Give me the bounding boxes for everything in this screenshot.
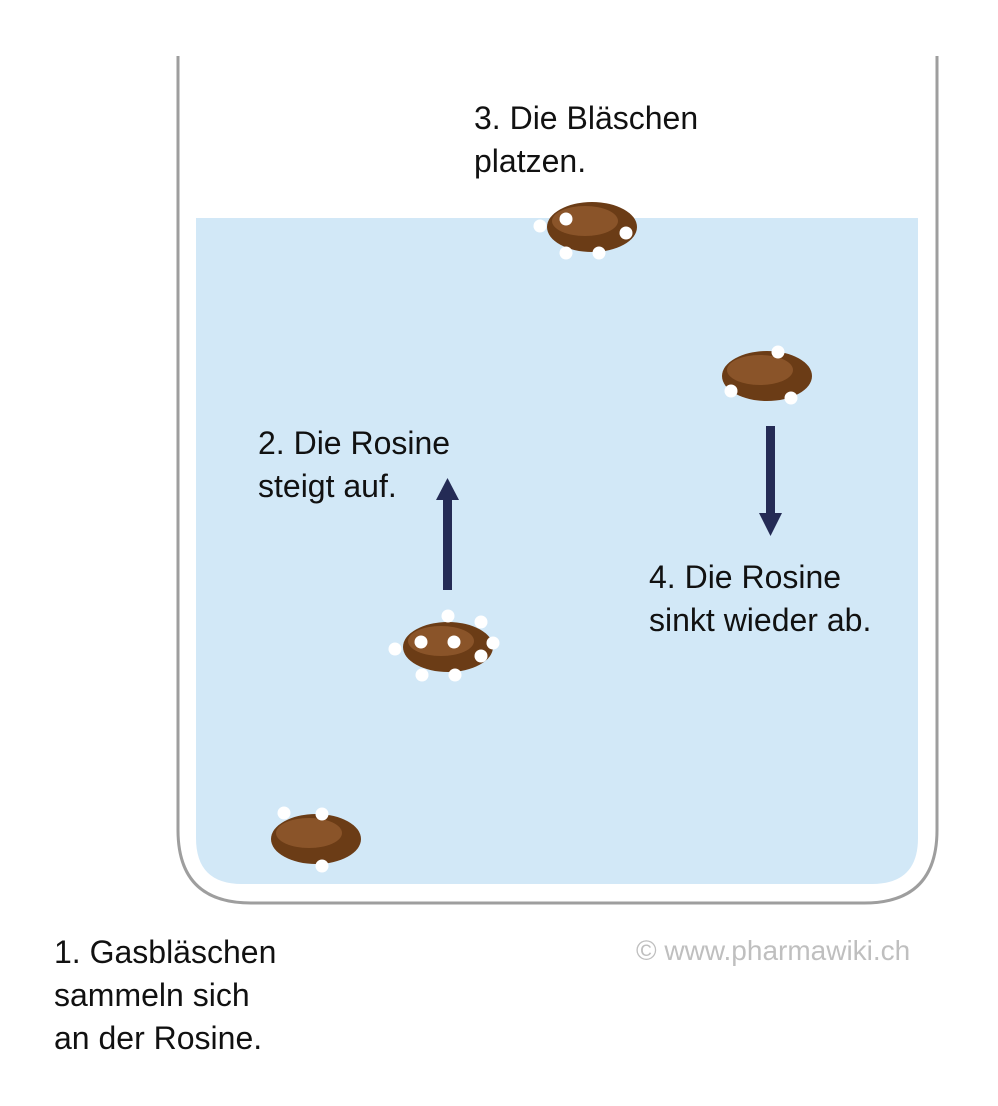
raisin-bottom <box>271 806 361 873</box>
raisin-sinking <box>722 345 812 405</box>
step-2-line-1: 2. Die Rosine <box>258 425 451 461</box>
water <box>196 218 918 884</box>
bubble <box>559 212 573 226</box>
bubble <box>619 226 633 240</box>
step-1-line-1: 1. Gasbläschen <box>54 934 277 970</box>
bubble <box>441 609 455 623</box>
step-3-line-2: platzen. <box>474 143 587 179</box>
bubble <box>315 807 329 821</box>
bubble <box>315 859 329 873</box>
bubble <box>474 649 488 663</box>
bubble <box>447 635 461 649</box>
step-1-label: 1. Gasbläschen sammeln sich an der Rosin… <box>54 931 276 1060</box>
bubble <box>724 384 738 398</box>
bubble <box>277 806 291 820</box>
arrow-up-icon <box>436 478 459 590</box>
step-2-label: 2. Die Rosine steigt auf. <box>258 422 450 508</box>
raisin-surface <box>533 202 637 260</box>
arrow-down-icon <box>759 426 782 536</box>
step-4-line-1: 4. Die Rosine <box>649 559 842 595</box>
step-4-label: 4. Die Rosine sinkt wieder ab. <box>649 556 871 642</box>
bubble <box>486 636 500 650</box>
step-2-line-2: steigt auf. <box>258 468 397 504</box>
step-1-line-2: sammeln sich <box>54 977 250 1013</box>
bubble <box>414 635 428 649</box>
raisin-rising <box>388 609 500 682</box>
bubble <box>559 246 573 260</box>
step-4-line-2: sinkt wieder ab. <box>649 602 872 638</box>
bubble <box>415 668 429 682</box>
step-3-line-1: 3. Die Bläschen <box>474 100 699 136</box>
bubble <box>533 219 547 233</box>
step-1-line-3: an der Rosine. <box>54 1020 263 1056</box>
bubble <box>474 615 488 629</box>
bubble <box>388 642 402 656</box>
step-3-label: 3. Die Bläschen platzen. <box>474 97 698 183</box>
bubble <box>784 391 798 405</box>
copyright-text: © www.pharmawiki.ch <box>636 935 911 966</box>
glass-outline <box>176 56 939 905</box>
bubble <box>771 345 785 359</box>
bubble <box>592 246 606 260</box>
bubble <box>448 668 462 682</box>
